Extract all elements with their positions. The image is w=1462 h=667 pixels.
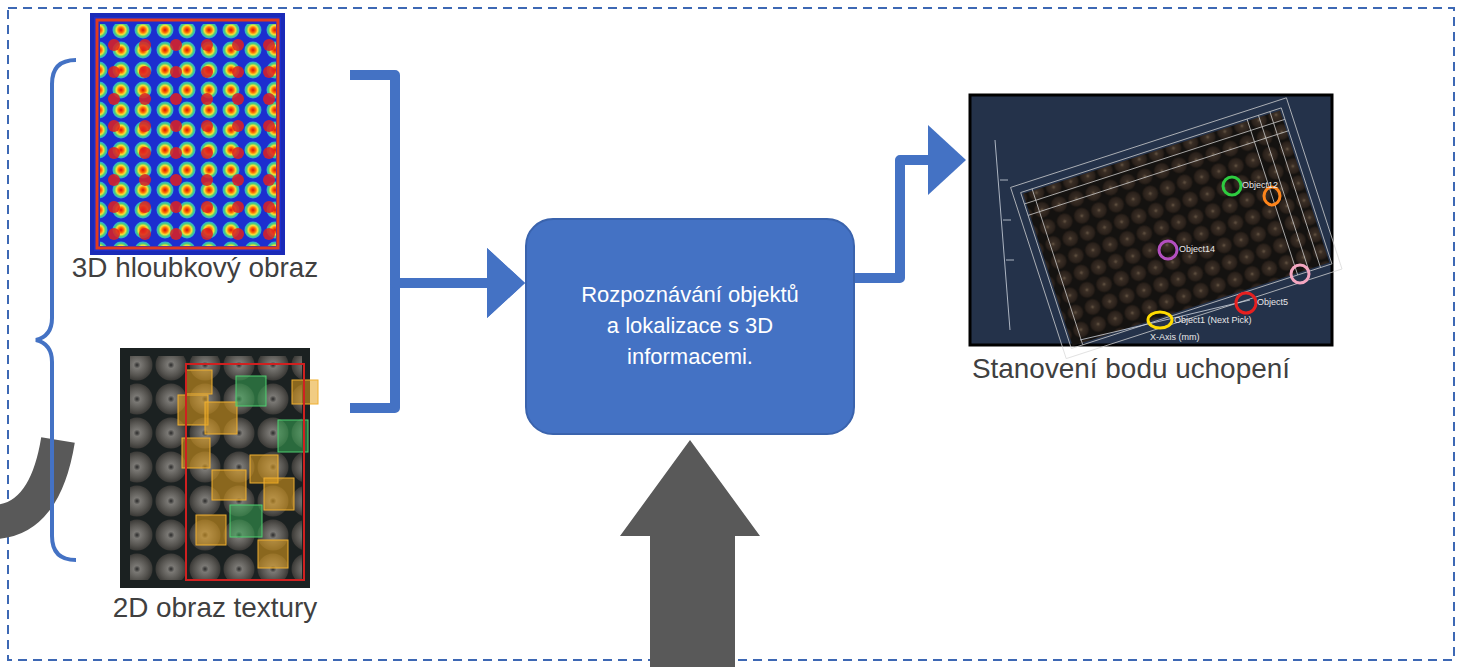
- image-panel: 2D obraz textury: [80, 348, 350, 624]
- image-panel: Stanovení bodu uchopení: [966, 95, 1456, 385]
- view-label: X-Axis (mm): [1150, 333, 1200, 342]
- view-label: Object12: [1242, 181, 1278, 190]
- image-panel: 3D hloubkový obraz: [40, 15, 350, 284]
- image-caption: Stanovení bodu uchopení: [966, 352, 1456, 385]
- view-label: Object5: [1257, 298, 1288, 307]
- process-box: Rozpoznávání objektů a lokalizace s 3D i…: [525, 218, 855, 435]
- view-label: Object14: [1179, 245, 1215, 254]
- image-caption: 2D obraz textury: [80, 591, 350, 624]
- flow-arrow: [350, 248, 525, 408]
- view-label: Object1 (Next Pick): [1174, 316, 1252, 325]
- flow-arrow: [350, 75, 525, 318]
- process-text: Rozpoznávání objektů a lokalizace s 3D i…: [573, 280, 807, 372]
- image-caption: 3D hloubkový obraz: [40, 251, 350, 284]
- flow-arrow: [855, 125, 966, 278]
